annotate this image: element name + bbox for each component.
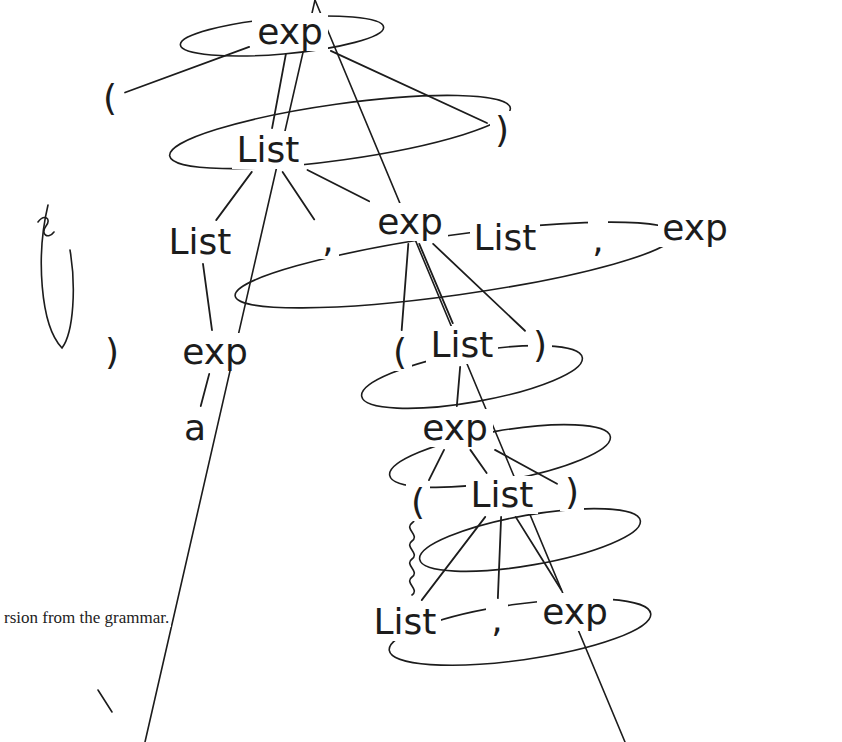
margin-mark: [98, 690, 112, 712]
tree-branch: [422, 517, 486, 600]
symbol-text: (: [103, 77, 117, 118]
symbol-text: List: [169, 221, 232, 262]
stray-symbol: ,: [588, 221, 607, 259]
symbol-text: ,: [322, 219, 333, 260]
tree-branch: [498, 517, 501, 598]
triangle-side: [315, 0, 625, 742]
grammar-symbol: List: [426, 326, 499, 364]
tree-branch: [216, 172, 252, 220]
grammar-symbol: ): [490, 111, 514, 149]
symbol-text: ): [495, 109, 509, 150]
tree-branch: [272, 54, 286, 128]
grammar-symbol: exp: [177, 333, 253, 371]
stray-symbol: exp: [658, 209, 732, 247]
symbol-text: List: [237, 129, 300, 170]
symbol-text: ,: [491, 599, 502, 640]
tree-branch: [331, 51, 487, 123]
grammar-symbol: ): [528, 326, 552, 364]
grammar-symbol: exp: [537, 593, 613, 631]
grammar-symbol: exp: [372, 203, 448, 241]
symbol-text: a: [184, 407, 206, 448]
grammar-symbol: ,: [317, 221, 338, 259]
grammar-symbol: List: [369, 603, 442, 641]
symbol-text: exp: [422, 407, 488, 448]
tree-branch: [429, 450, 444, 480]
symbol-text: exp: [257, 11, 323, 52]
tree-branch: [433, 244, 525, 331]
margin-mark: [38, 218, 54, 236]
tree-branch: [516, 517, 562, 590]
grammar-symbol: exp: [252, 13, 328, 51]
symbol-text: List: [471, 474, 534, 515]
grammar-symbol: (: [406, 483, 430, 521]
spiral-loop: [179, 9, 385, 63]
grammar-symbol: List: [232, 131, 305, 169]
tree-branch: [283, 172, 315, 220]
tree-branch: [203, 264, 212, 330]
symbol-text: exp: [182, 331, 248, 372]
tree-branch: [457, 367, 460, 406]
grammar-symbol: a: [179, 409, 211, 447]
symbol-text: exp: [542, 591, 608, 632]
symbol-text: ): [533, 324, 547, 365]
tree-branch: [470, 450, 486, 473]
symbol-text: (: [411, 481, 425, 522]
grammar-symbol: List: [164, 223, 237, 261]
tree-branch: [419, 244, 452, 323]
grammar-symbol: (: [98, 79, 122, 117]
spiral-loop: [166, 80, 514, 183]
grammar-symbol: ,: [486, 601, 507, 639]
grammar-symbol: ): [560, 473, 584, 511]
symbol-text: exp: [377, 201, 443, 242]
symbol-text: List: [374, 601, 437, 642]
symbol-text: List: [431, 324, 494, 365]
stray-symbol: List: [470, 219, 541, 257]
tree-branch: [201, 374, 209, 406]
stray-symbol: ): [101, 333, 123, 371]
symbol-text: ): [565, 471, 579, 512]
tree-branch: [402, 244, 409, 330]
page-text: rsion from the grammar.: [2, 609, 171, 627]
grammar-symbol: (: [388, 333, 412, 371]
grammar-symbol: exp: [417, 409, 493, 447]
grammar-symbol: List: [466, 476, 539, 514]
tree-branch: [125, 47, 249, 93]
tree-branch: [307, 170, 369, 201]
symbol-text: (: [393, 331, 407, 372]
